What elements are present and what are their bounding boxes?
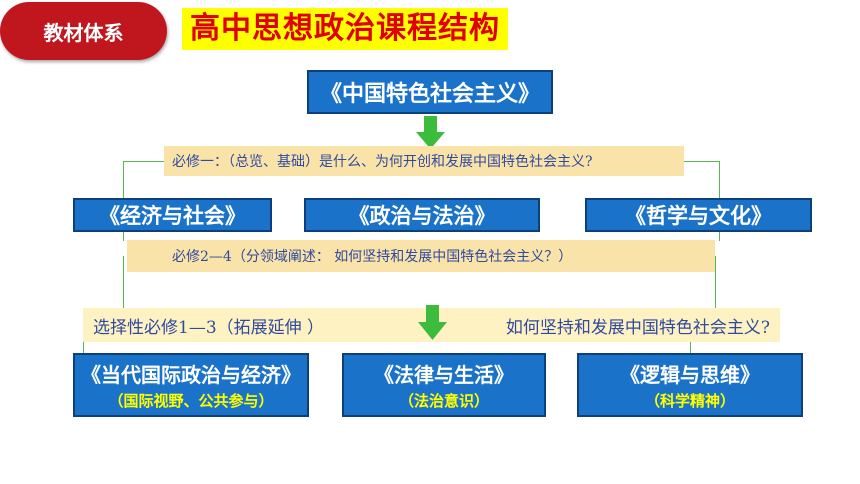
elective-course-subtitle: （法治意识） xyxy=(398,392,489,410)
elective-left-text: 选择性必修1—3（拓展延伸 ） xyxy=(93,317,325,338)
connector-line xyxy=(690,342,691,360)
connector-line xyxy=(123,232,124,241)
elective-course-subtitle: （科学精神） xyxy=(644,392,735,410)
middle-course-box: 《哲学与文化》 xyxy=(585,198,812,232)
connector-line xyxy=(719,161,720,199)
top-course-label: 《中国特色社会主义》 xyxy=(319,82,540,107)
connector-line xyxy=(83,342,84,354)
page-title: 高中思想政治课程结构 xyxy=(182,8,508,50)
middle-course-label: 《政治与法治》 xyxy=(348,204,496,228)
elective-course-label: 《当代国际政治与经济》 xyxy=(81,363,301,387)
elective-course-subtitle: （国际视野、公共参与） xyxy=(108,392,274,410)
connector-line xyxy=(123,256,124,308)
compulsory-2-4-bar: 必修2—4（分领域阐述： 如何坚持和发展中国特色社会主义？） xyxy=(127,240,715,272)
elective-course-box: 《法律与生活》 （法治意识） xyxy=(342,353,546,417)
section-tag: 教材体系 xyxy=(0,2,167,60)
middle-course-box: 《政治与法治》 xyxy=(304,198,540,232)
down-arrow-icon xyxy=(416,116,445,149)
down-arrow-icon xyxy=(418,305,447,340)
connector-line xyxy=(123,161,165,162)
top-course-box: 《中国特色社会主义》 xyxy=(307,70,553,114)
connector-line xyxy=(719,232,720,241)
elective-course-box: 《逻辑与思维》 （科学精神） xyxy=(577,353,803,417)
middle-course-label: 《哲学与文化》 xyxy=(625,204,772,228)
middle-course-label: 《经济与社会》 xyxy=(99,204,246,228)
compulsory-2-4-text: 必修2—4（分领域阐述： 如何坚持和发展中国特色社会主义？） xyxy=(172,249,573,265)
connector-line xyxy=(715,256,716,308)
elective-course-box: 《当代国际政治与经济》 （国际视野、公共参与） xyxy=(73,353,309,417)
compulsory-1-bar: 必修一：（总览、基础）是什么、为何开创和发展中国特色社会主义? xyxy=(164,146,684,176)
compulsory-1-text: 必修一：（总览、基础）是什么、为何开创和发展中国特色社会主义? xyxy=(172,154,593,170)
connector-line xyxy=(684,161,720,162)
connector-line xyxy=(123,161,124,199)
elective-course-label: 《法律与生活》 xyxy=(374,363,514,387)
elective-right-text: 如何坚持和发展中国特色社会主义? xyxy=(505,317,770,338)
elective-course-label: 《逻辑与思维》 xyxy=(620,363,760,387)
middle-course-box: 《经济与社会》 xyxy=(73,198,272,232)
